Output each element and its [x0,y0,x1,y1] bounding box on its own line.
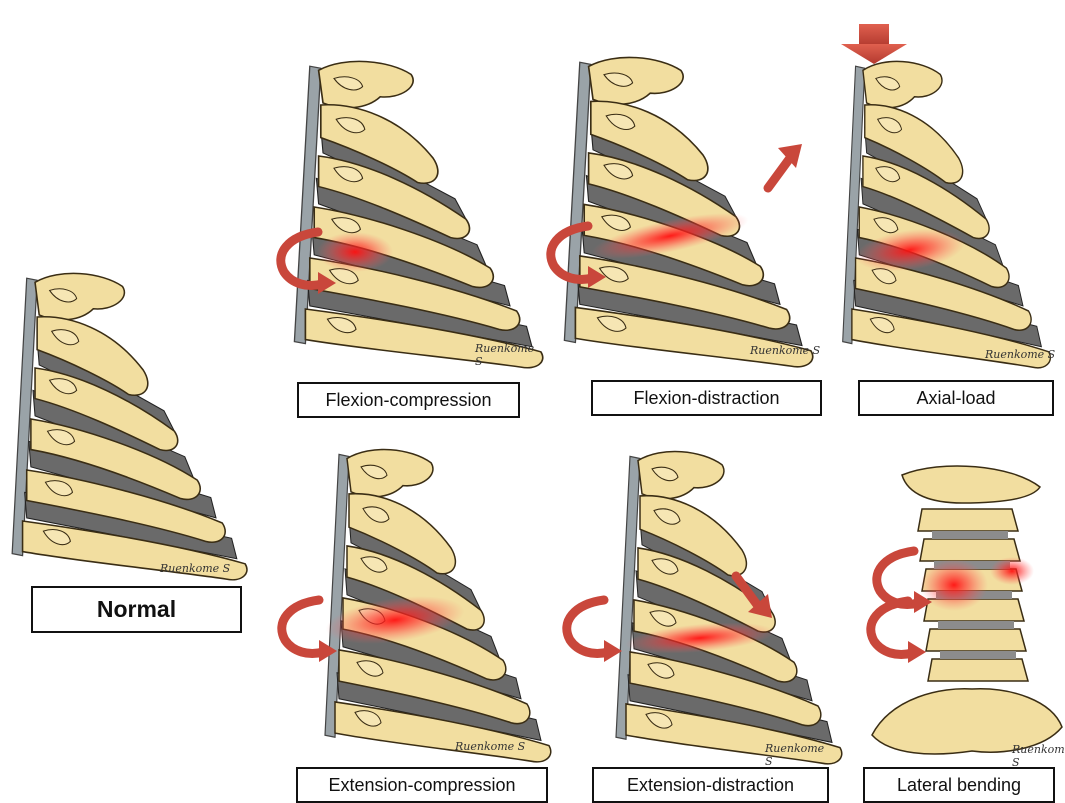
spine-icon [540,48,830,363]
extension-distraction-illustration: Ruenkome S [560,440,830,770]
artist-signature: Ruenkome S [750,344,820,357]
label-flexion-distraction-text: Flexion-distraction [633,388,779,409]
artist-signature: Ruenkome S [160,562,230,575]
straight-arrow-icon [768,144,802,188]
label-lateral-bending: Lateral bending [863,767,1055,803]
spine-icon [835,22,1065,367]
spine-icon [275,440,555,770]
injury-highlight [990,557,1034,585]
injury-highlight [317,232,393,272]
artist-signature: Ruenkome S [475,342,545,368]
artist-signature: Ruenkome S [455,740,525,753]
label-normal: Normal [31,586,242,633]
label-extension-compression-text: Extension-compression [328,775,515,796]
label-axial-load: Axial-load [858,380,1054,416]
spine-icon [270,52,545,362]
label-flexion-compression: Flexion-compression [297,382,520,418]
artist-signature: Ruenkome S [985,348,1055,361]
flexion-distraction-illustration: Ruenkome S [540,48,830,363]
label-extension-distraction: Extension-distraction [592,767,829,803]
label-axial-load-text: Axial-load [916,388,995,409]
label-normal-text: Normal [97,596,176,623]
injury-highlight [920,559,988,611]
spine-icon [560,440,830,770]
curved-arrow-icon [567,600,622,662]
label-extension-distraction-text: Extension-distraction [627,775,794,796]
axial-load-illustration: Ruenkome S [835,22,1065,367]
normal-spine-illustration: Ruenkome S [0,262,260,592]
spine-front-view-icon [862,465,1065,765]
down-arrow-icon [841,24,907,64]
lateral-bending-illustration: Ruenkome S [862,465,1065,765]
spine-icon [0,262,260,592]
label-flexion-compression-text: Flexion-compression [325,390,491,411]
extension-compression-illustration: Ruenkome S [275,440,555,770]
flexion-compression-illustration: Ruenkome S [270,52,545,362]
label-lateral-bending-text: Lateral bending [897,775,1021,796]
artist-signature: Ruenkome S [765,742,830,768]
artist-signature: Ruenkome S [1012,743,1065,769]
label-extension-compression: Extension-compression [296,767,548,803]
label-flexion-distraction: Flexion-distraction [591,380,822,416]
